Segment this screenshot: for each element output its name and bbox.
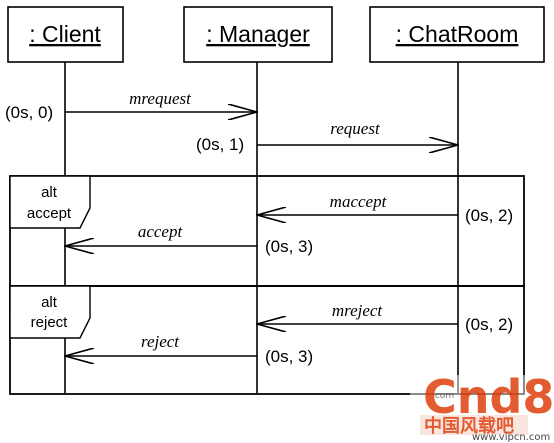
client-object-label: : Client (29, 21, 101, 47)
watermark-sub: 中国风载吧 (424, 415, 514, 437)
watermark-com: .com (432, 391, 454, 401)
maccept-time: (0s, 2) (465, 206, 513, 225)
alt-reject-fragment: alt reject (9, 285, 525, 395)
maccept-label: maccept (330, 192, 388, 211)
mrequest-time: (0s, 0) (5, 103, 53, 122)
watermark-main: Cnd8 (423, 370, 554, 424)
accept-label: accept (138, 222, 184, 241)
alt-reject-keyword: alt (41, 294, 58, 311)
request-label: request (330, 119, 381, 138)
mreject-label: mreject (332, 301, 384, 320)
alt-accept-keyword: alt (41, 184, 58, 201)
accept-time: (0s, 3) (265, 237, 313, 256)
reject-time: (0s, 3) (265, 347, 313, 366)
reject-label: reject (141, 332, 180, 351)
manager-object: : Manager (183, 6, 333, 63)
chatroom-object: : ChatRoom (369, 6, 545, 63)
watermark-logo: .com Cnd8 中国风载吧 www.vipcn.com (410, 370, 554, 443)
alt-accept-fragment: alt accept (9, 175, 525, 287)
watermark-url: www.vipcn.com (472, 432, 550, 443)
manager-object-label: : Manager (206, 21, 310, 47)
chatroom-object-label: : ChatRoom (396, 21, 519, 47)
request-time: (0s, 1) (196, 135, 244, 154)
alt-reject-guard: reject (31, 314, 69, 331)
client-object: : Client (7, 6, 124, 63)
mreject-time: (0s, 2) (465, 315, 513, 334)
mrequest-label: mrequest (129, 89, 192, 108)
alt-accept-guard: accept (27, 205, 72, 222)
